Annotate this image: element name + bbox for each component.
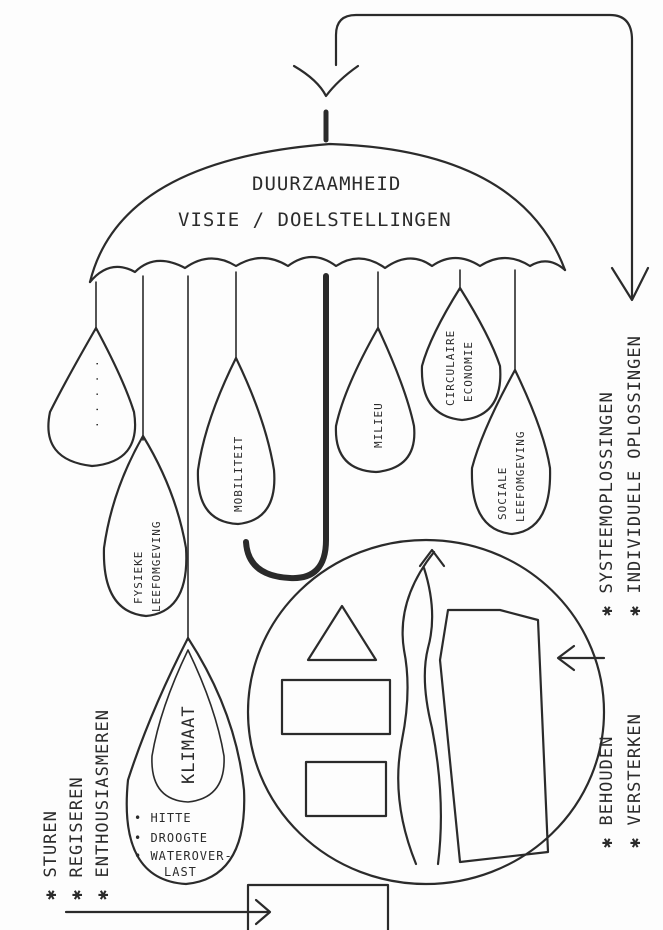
umbrella-handle	[246, 276, 326, 578]
drop-circulaire-line2: ECONOMIE	[462, 341, 475, 402]
drop-fysieke-line1: FYSIEKE	[132, 551, 145, 604]
drop-milieu-text: MILIEU	[372, 402, 385, 448]
right-note-versterken: ✱ VERSTERKEN	[625, 713, 645, 848]
drop-fysieke-line2: LEEFOMGEVING	[150, 521, 163, 612]
right-note-behouden: ✱ BEHOUDEN	[597, 736, 617, 848]
rectangle-shape-bottom	[306, 762, 386, 816]
feedback-loop-arrow	[336, 15, 632, 298]
trapezoid-shape	[440, 610, 548, 862]
drop-klimaat-text: KLIMAAT	[179, 705, 199, 784]
drop-placeholder-text: . . . . .	[88, 359, 101, 428]
klimaat-item-last: LAST	[164, 865, 197, 879]
drop-milieu	[336, 328, 414, 472]
rectangle-shape-top	[282, 680, 390, 734]
left-note-enthousiasmeren: ✱ ENTHOUSIASMEREN	[93, 709, 113, 900]
drop-sociale-line1: SOCIALE	[496, 467, 509, 520]
drop-fysieke-leefomgeving	[104, 436, 186, 616]
drop-circulaire-line1: CIRCULAIRE	[444, 330, 457, 406]
triangle-shape	[308, 606, 376, 660]
drop-sociale-line2: LEEFOMGEVING	[514, 431, 527, 522]
umbrella-subtitle: VISIE / DOELSTELLINGEN	[178, 209, 452, 231]
left-note-sturen: ✱ STUREN	[41, 810, 61, 900]
klimaat-item-droogte: • DROOGTE	[134, 831, 208, 845]
feedback-arrowhead-down	[612, 268, 648, 300]
right-note-individuele-oplossingen: ✱ INDIVIDUELE OPLOSSINGEN	[625, 335, 645, 616]
right-note-systeemoplossingen: ✱ SYSTEEMOPLOSSINGEN	[597, 391, 617, 616]
drop-sociale-leefomgeving	[472, 370, 550, 534]
klimaat-item-wateroverlast: • WATEROVER-	[134, 849, 233, 863]
curved-arrowhead	[420, 550, 444, 566]
klimaat-item-hitte: • HITTE	[134, 811, 192, 825]
drop-mobiliteit-text: MOBILITEIT	[232, 436, 245, 512]
system-circle	[248, 540, 604, 884]
umbrella-title: DUURZAAMHEID	[252, 173, 401, 195]
feedback-arrowhead-top	[294, 66, 358, 96]
bottom-box	[248, 885, 388, 930]
curved-path-right	[424, 568, 441, 864]
left-note-regiseren: ✱ REGISEREN	[67, 776, 87, 900]
